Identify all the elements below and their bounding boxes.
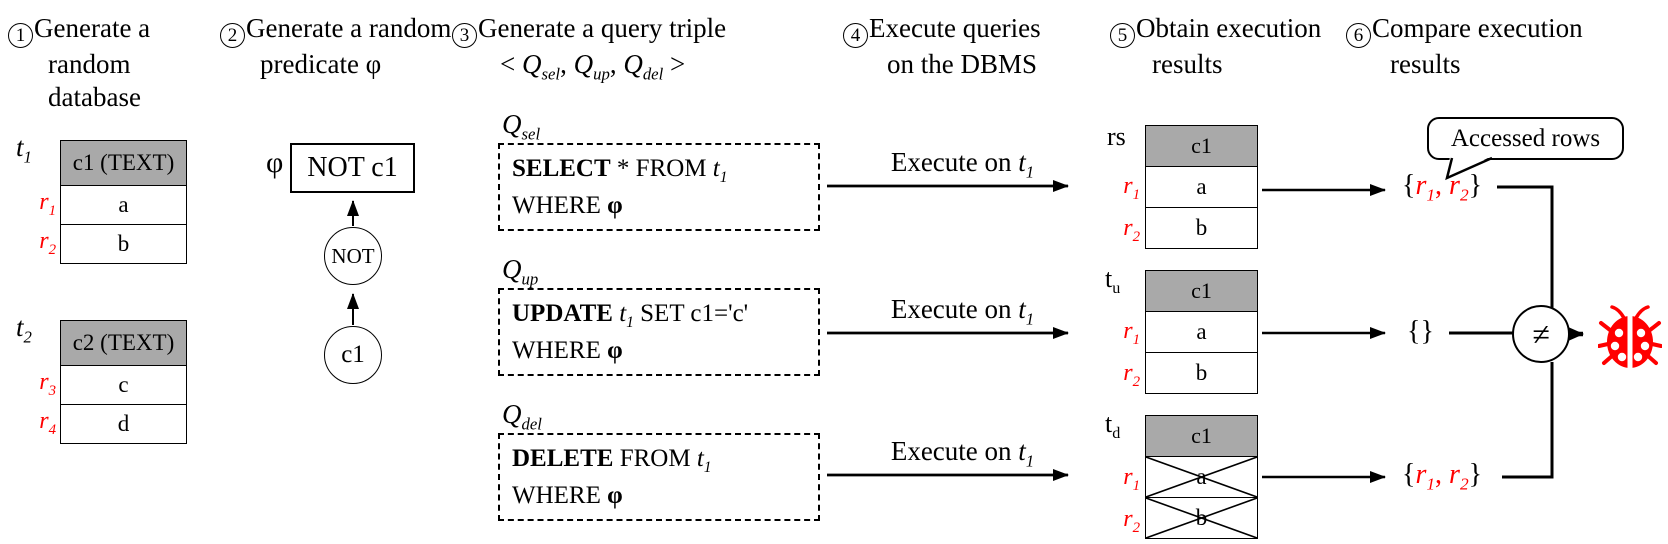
- table-t1-cell-r2: b: [61, 224, 186, 263]
- rs-row-label-r1: r1: [1123, 173, 1140, 203]
- table-td-label: td: [1105, 409, 1121, 443]
- accessed-rows-set-delete: {r1, r2}: [1402, 459, 1483, 494]
- query-del-box: DELETE FROM t1 WHERE φ: [498, 433, 820, 521]
- table-rs-cell-r2: b: [1146, 207, 1257, 248]
- step-2-title: Generate a random: [246, 13, 452, 43]
- step-1-line3: database: [48, 82, 141, 112]
- tu-row-label-r1: r1: [1123, 318, 1140, 348]
- row-label-r3: r3: [39, 369, 56, 399]
- step-4-line2: on the DBMS: [887, 49, 1038, 79]
- bug-icon: [1598, 305, 1662, 368]
- rs-row-label-r2: r2: [1123, 215, 1140, 245]
- query-sel-line1: SELECT * FROM t1: [512, 155, 728, 186]
- step-4-title: Execute queries: [869, 13, 1041, 43]
- table-t1-cell-r1: a: [61, 185, 186, 224]
- table-rs-header-cell: c1: [1146, 126, 1257, 166]
- accessed-rows-set-select: {r1, r2}: [1402, 170, 1483, 205]
- accessed-rows-callout: Accessed rows: [1427, 117, 1624, 160]
- query-up-line2: WHERE φ: [512, 337, 623, 364]
- table-t2-label: t2: [16, 312, 32, 347]
- step-1-number: 1: [8, 23, 33, 48]
- table-t2: c2 (TEXT) c d: [60, 320, 187, 444]
- table-t1-label: t1: [16, 132, 32, 167]
- step-6-number: 6: [1346, 23, 1371, 48]
- predicate-node-not: NOT: [324, 227, 382, 285]
- execute-label-1: Execute on t1: [890, 147, 1035, 182]
- predicate-node-c1: c1: [324, 326, 382, 384]
- table-tu: c1 a b: [1145, 270, 1258, 394]
- callout-tail: [1445, 156, 1493, 181]
- connector-set1-to-neq: [1497, 185, 1554, 308]
- step-1-title: Generate a: [34, 13, 151, 43]
- step-3-number: 3: [452, 23, 477, 48]
- execute-label-2: Execute on t1: [890, 294, 1035, 329]
- execute-label-3: Execute on t1: [890, 436, 1035, 471]
- deleted-row-cross-icon: [1146, 498, 1257, 538]
- deleted-row-cross-icon: [1146, 457, 1257, 497]
- table-tu-header-cell: c1: [1146, 271, 1257, 311]
- query-sel-label: Qsel: [502, 109, 541, 144]
- step-4-number: 4: [843, 23, 868, 48]
- table-rs-cell-r1: a: [1146, 166, 1257, 207]
- table-tu-label: tu: [1105, 264, 1121, 298]
- table-t2-header-cell: c2 (TEXT): [61, 321, 186, 365]
- phi-label: φ: [266, 146, 284, 179]
- table-t1: c1 (TEXT) a b: [60, 140, 187, 264]
- td-row-label-r1: r1: [1123, 464, 1140, 494]
- step-1-line2: random: [48, 49, 131, 79]
- table-td-header-cell: c1: [1146, 416, 1257, 456]
- table-t2-cell-r4: d: [61, 404, 186, 443]
- table-td-cell-r1-deleted: a: [1146, 456, 1257, 497]
- step-3-title: Generate a query triple: [478, 13, 727, 43]
- table-rs: c1 a b: [1145, 125, 1258, 249]
- table-td-cell-r2-deleted: b: [1146, 497, 1257, 538]
- step-6-title: Compare execution: [1372, 13, 1583, 43]
- tu-row-label-r2: r2: [1123, 360, 1140, 390]
- query-del-label: Qdel: [502, 399, 542, 434]
- row-label-r1: r1: [39, 189, 56, 219]
- table-t2-cell-r3: c: [61, 365, 186, 404]
- table-tu-cell-r1: a: [1146, 311, 1257, 352]
- predicate-root-box: NOT c1: [290, 143, 415, 193]
- query-up-label: Qup: [502, 254, 539, 289]
- step-2-line2: predicate φ: [260, 49, 382, 79]
- connector-set3-to-neq: [1502, 362, 1554, 479]
- query-sel-box: SELECT * FROM t1 WHERE φ: [498, 143, 820, 231]
- accessed-rows-set-update: {}: [1407, 316, 1434, 347]
- query-sel-line2: WHERE φ: [512, 192, 623, 219]
- td-row-label-r2: r2: [1123, 506, 1140, 536]
- step-5-number: 5: [1110, 23, 1135, 48]
- step-3-line2: < Qsel, Qup, Qdel >: [500, 49, 686, 84]
- table-rs-label: rs: [1107, 122, 1126, 151]
- row-label-r2: r2: [39, 228, 56, 258]
- query-up-line1: UPDATE t1 SET c1='c': [512, 300, 749, 331]
- step-5-line2: results: [1152, 49, 1223, 79]
- step-2-number: 2: [220, 23, 245, 48]
- query-del-line1: DELETE FROM t1: [512, 445, 712, 476]
- step-6-line2: results: [1390, 49, 1461, 79]
- row-label-r4: r4: [39, 408, 56, 438]
- query-up-box: UPDATE t1 SET c1='c' WHERE φ: [498, 288, 820, 376]
- table-td: c1 a b: [1145, 415, 1258, 539]
- table-t1-header-cell: c1 (TEXT): [61, 141, 186, 185]
- query-del-line2: WHERE φ: [512, 482, 623, 509]
- step-5-title: Obtain execution: [1136, 13, 1322, 43]
- not-equal-comparator: ≠: [1512, 305, 1570, 363]
- table-tu-cell-r2: b: [1146, 352, 1257, 393]
